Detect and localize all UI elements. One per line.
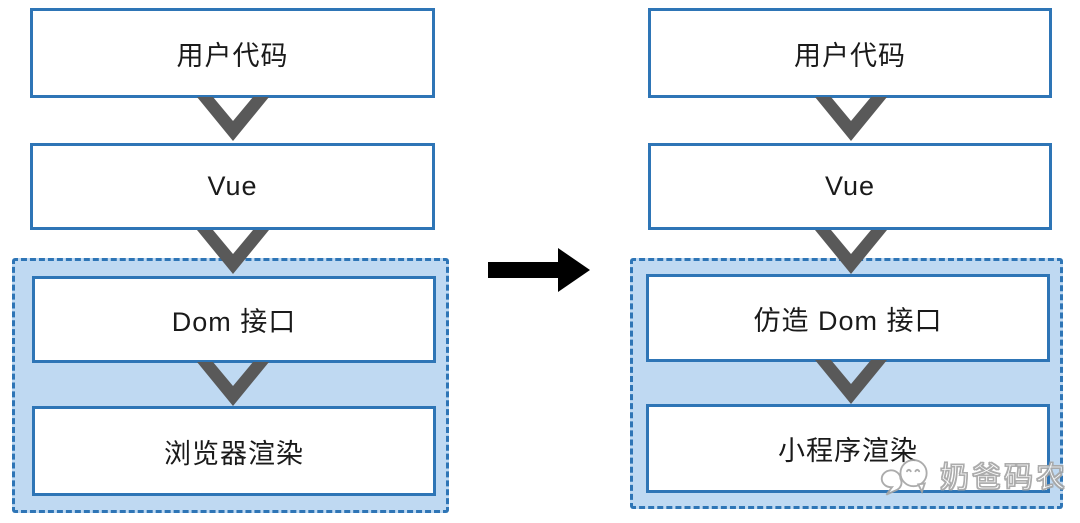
watermark-text: 奶爸码农 (939, 461, 1069, 494)
chevron-down-icon (815, 97, 887, 141)
step-user-code: 用户代码 (30, 8, 435, 98)
chevron-down-icon (815, 360, 887, 404)
step-browser-render: 浏览器渲染 (32, 406, 436, 496)
step-dom-api: Dom 接口 (32, 276, 436, 363)
step-user-code: 用户代码 (648, 8, 1052, 98)
step-miniprogram-render: 小程序渲染 (646, 404, 1050, 493)
chevron-down-icon (815, 230, 887, 274)
step-vue: Vue (30, 143, 435, 230)
step-label: Vue (207, 171, 258, 201)
chevron-down-icon (197, 97, 269, 141)
step-label: 仿造 Dom 接口 (753, 305, 943, 336)
step-vue: Vue (648, 143, 1052, 230)
chevron-down-icon (197, 230, 269, 274)
chat-bubbles-icon (880, 459, 928, 496)
step-label: 用户代码 (176, 40, 289, 71)
step-fake-dom-api: 仿造 Dom 接口 (646, 274, 1050, 362)
step-label: Dom 接口 (171, 307, 297, 337)
step-label: 用户代码 (794, 40, 906, 71)
step-label: Vue (824, 171, 876, 201)
arrow-right-icon (488, 248, 590, 292)
step-label: 小程序渲染 (778, 436, 918, 466)
chevron-down-icon (197, 362, 269, 406)
step-label: 浏览器渲染 (164, 438, 304, 469)
watermark: 奶爸码农 (878, 450, 1068, 500)
